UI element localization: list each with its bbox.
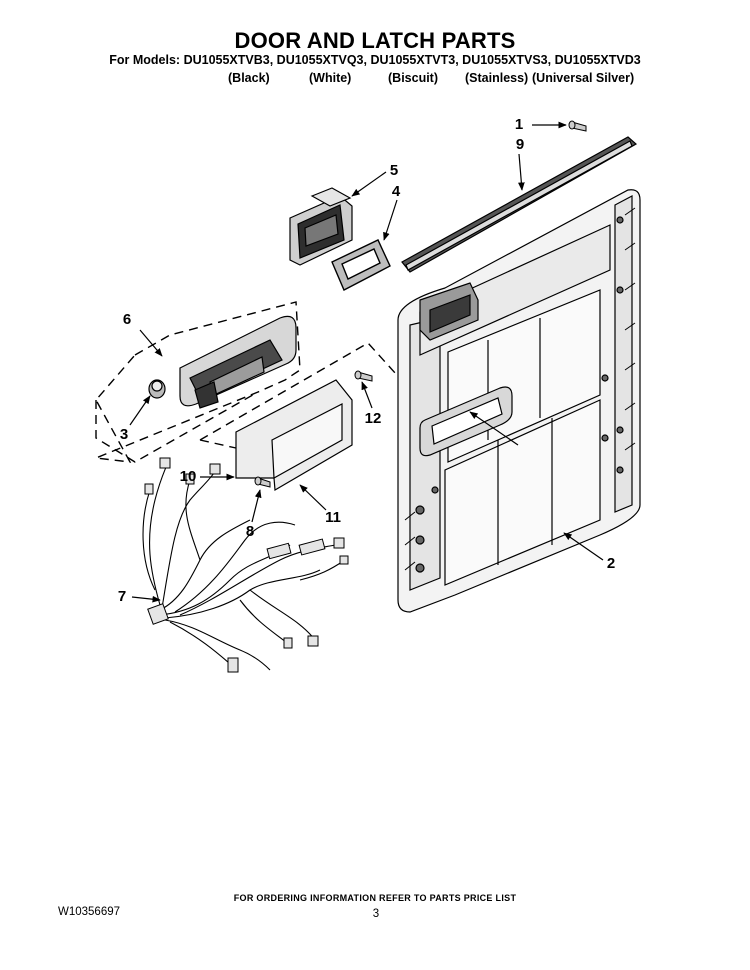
control-board [235,379,353,491]
color-biscuit: (Biscuit) [388,71,438,85]
vent-assembly [289,187,353,266]
door-trim-strip [401,136,638,273]
leader-lines [129,121,604,603]
control-module [179,315,297,409]
knob-part-3 [148,379,166,399]
callout-10: 10 [179,468,197,485]
callout-3: 3 [119,426,129,443]
callout-11: 11 [325,509,341,526]
callout-1: 1 [514,116,524,133]
color-black: (Black) [228,71,270,85]
callout-7: 7 [117,588,127,605]
ordering-info: FOR ORDERING INFORMATION REFER TO PARTS … [233,893,517,903]
models-line: For Models: DU1055XTVB3, DU1055XTVQ3, DU… [109,53,641,67]
latch-assembly-outline [95,301,397,463]
door-panel [397,189,641,613]
callout-2: 2 [606,555,616,572]
callout-8: 8 [245,523,255,540]
screw-part-12 [354,370,373,382]
page-title: DOOR AND LATCH PARTS [234,28,516,53]
page-number: 3 [372,908,380,920]
callout-4: 4 [391,183,401,200]
color-white: (White) [309,71,352,85]
screw-part-8 [254,476,271,488]
color-universal-silver: (Universal Silver) [532,71,635,85]
wire-harness-connectors [144,457,349,673]
color-variants: (Black) (White) (Biscuit) (Stainless) (U… [0,71,750,87]
callout-9: 9 [515,136,525,153]
callout-6: 6 [122,311,132,328]
callout-5: 5 [389,162,399,179]
callout-12: 12 [364,410,382,427]
color-stainless: (Stainless) [465,71,529,85]
vent-gasket [331,239,391,291]
screw-part-1 [568,120,587,132]
document-number: W10356697 [58,906,121,918]
